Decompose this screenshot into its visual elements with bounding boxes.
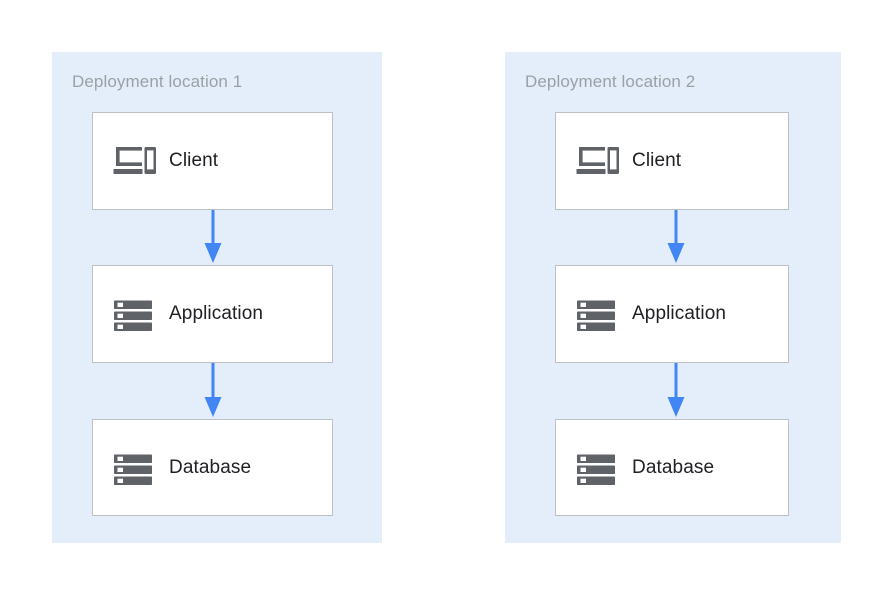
devices-icon	[111, 138, 157, 184]
server-stack-icon	[574, 291, 620, 337]
zone-2-label: Deployment location 2	[525, 72, 696, 91]
zone-2-arrow-client-to-application	[662, 210, 690, 270]
zone-1-arrow-client-to-application	[199, 210, 227, 270]
zone-1-node-application-label: Application	[169, 303, 264, 324]
zone-1-node-client-label: Client	[169, 150, 219, 171]
zone-2-node-client-label: Client	[632, 150, 682, 171]
zone-2-node-application[interactable]: Application	[555, 265, 789, 363]
zone-2-node-database[interactable]: Database	[555, 419, 789, 516]
server-stack-icon	[111, 445, 157, 491]
zone-2-node-application-label: Application	[632, 303, 727, 324]
devices-icon	[574, 138, 620, 184]
zone-1-node-database[interactable]: Database	[92, 419, 333, 516]
zone-1-node-client[interactable]: Client	[92, 112, 333, 210]
zone-1-label: Deployment location 1	[72, 72, 243, 91]
zone-2-node-client[interactable]: Client	[555, 112, 789, 210]
server-stack-icon	[111, 291, 157, 337]
server-stack-icon	[574, 445, 620, 491]
zone-1-arrow-application-to-database	[199, 363, 227, 424]
deployment-zone-1: Deployment location 1	[52, 52, 382, 543]
zone-2-arrow-application-to-database	[662, 363, 690, 424]
zone-1-node-application[interactable]: Application	[92, 265, 333, 363]
deployment-zone-2: Deployment location 2 Client	[505, 52, 841, 543]
zone-1-node-database-label: Database	[169, 456, 252, 478]
zone-2-node-database-label: Database	[632, 456, 715, 478]
